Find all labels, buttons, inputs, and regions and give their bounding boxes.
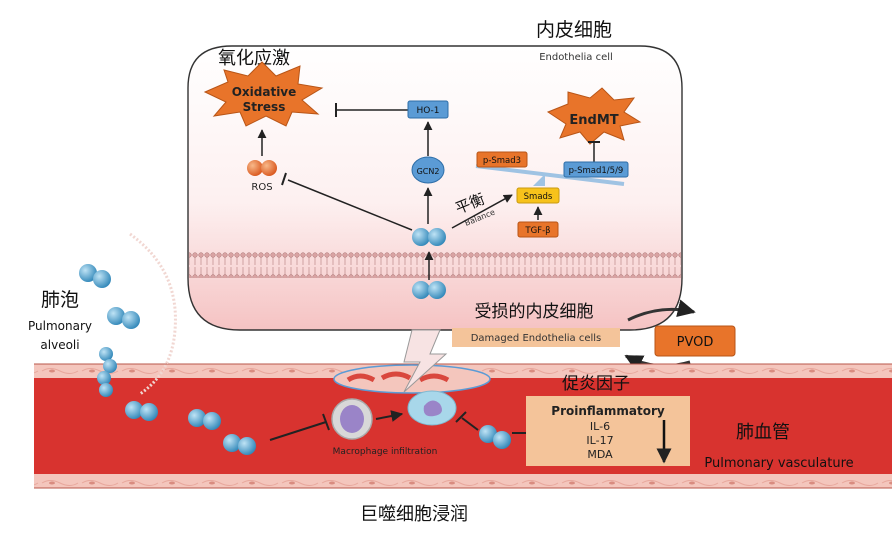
h2-molecule (79, 264, 111, 288)
h2-molecule (99, 347, 117, 373)
smads-label: Smads (524, 192, 553, 202)
ho1-label: HO-1 (416, 106, 439, 116)
ros-label: ROS (251, 182, 272, 193)
tgfb-label: TGF-β (524, 226, 550, 236)
h2-molecule (412, 281, 446, 299)
balance-fulcrum (533, 174, 545, 186)
h2-inhibit-activated-bar (455, 411, 467, 423)
damaged-endothelium-cells (346, 371, 450, 383)
vessel-en: Pulmonary vasculature (704, 456, 853, 471)
alveoli-cn: 肺泡 (41, 289, 79, 311)
h2-inhibit-ros-bar (281, 172, 287, 186)
proinflammatory-cn: 促炎因子 (562, 374, 630, 394)
macrophage-arrow (375, 410, 404, 422)
gcn2-label: GCN2 (417, 167, 440, 176)
pulmonary-vessel (34, 363, 892, 489)
smads-box (516, 187, 560, 204)
h2-molecule (479, 425, 511, 449)
damaged-cells-en: Damaged Endothelia cells (471, 333, 602, 344)
h2-molecule (107, 307, 140, 329)
h2-molecule (412, 228, 446, 246)
oxidative-stress-burst: Oxidative Stress (203, 61, 324, 127)
oxidative-label-line1: Oxidative (232, 85, 297, 99)
h2-molecule (223, 434, 256, 455)
h2-to-balance-arrow (451, 194, 513, 229)
proinflammatory-item: IL-6 (590, 420, 610, 433)
proinflammatory-title: Proinflammatory (551, 404, 665, 418)
proinflammatory-item: IL-17 (586, 434, 613, 447)
vessel-cn: 肺血管 (736, 422, 790, 443)
damage-lightning (403, 329, 448, 393)
macrophage (331, 398, 373, 440)
h2-inhibit-macrophage-line (269, 421, 327, 441)
oxidative-stress-cn: 氧化应激 (218, 48, 290, 69)
psmad159-label: p-Smad1/5/9 (569, 166, 624, 176)
tgfb-box (517, 221, 559, 238)
cell-title-en: Endothelia cell (539, 52, 613, 63)
damaged-cells-cn: 受损的内皮细胞 (475, 302, 594, 322)
proinflammatory-item: MDA (587, 448, 613, 461)
ho1-box (407, 100, 449, 119)
damaged-cells-box (452, 328, 620, 347)
alveoli-en-line1: Pulmonary (28, 319, 92, 333)
gcn2-ellipse (411, 156, 445, 184)
h2-inhibit-ros-line (287, 179, 413, 231)
psmad159-box (563, 161, 629, 178)
psmad3-label: p-Smad3 (483, 156, 521, 166)
endmt-burst: EndMT (546, 87, 642, 145)
cell-title-cn: 内皮细胞 (536, 19, 612, 41)
h2-molecule (97, 371, 113, 397)
loop-arrow-top (627, 299, 696, 322)
endmt-label: EndMT (569, 113, 618, 128)
macrophage-cn: 巨噬细胞浸润 (360, 504, 468, 525)
ros-molecule (247, 160, 277, 176)
balance-beam (475, 164, 625, 186)
psmad3-box (476, 151, 528, 168)
alveoli-en-line2: alveoli (40, 338, 79, 352)
h2-molecule (125, 401, 158, 421)
h2-inhibit-activated-line (461, 417, 479, 431)
pvod-label: PVOD (677, 335, 714, 350)
h2-molecule (188, 409, 221, 430)
cell-membrane (189, 252, 681, 278)
activated-macrophage (407, 390, 457, 426)
h2-inhibit-macrophage-bar (322, 413, 330, 431)
macrophage-en: Macrophage infiltration (333, 447, 438, 457)
oxidative-label-line2: Stress (243, 100, 286, 114)
pvod-box (654, 325, 736, 357)
